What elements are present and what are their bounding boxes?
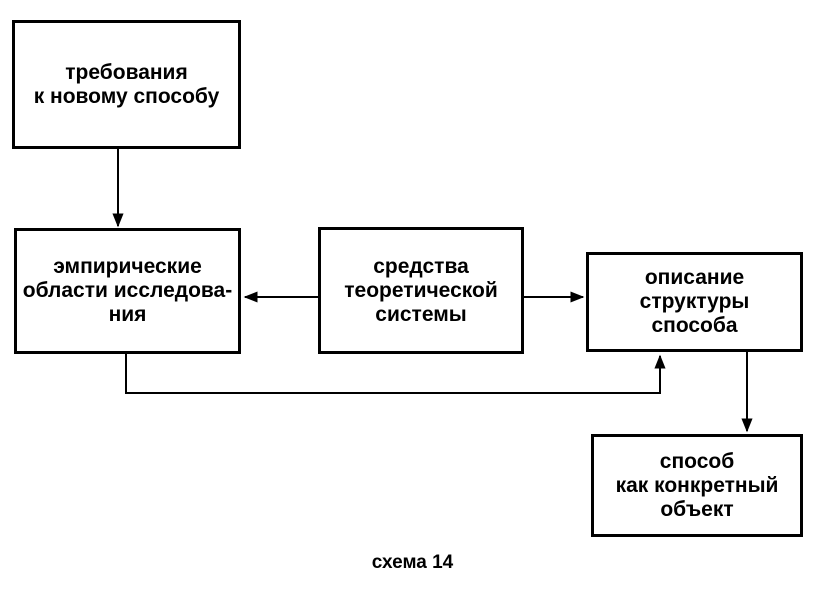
concrete-method-box: способ как конкретный объект [591, 434, 803, 537]
method-line-1: способ [659, 449, 735, 473]
theoretical-line-3: системы [375, 302, 467, 326]
empirical-line-1: эмпирические [53, 255, 202, 278]
theoretical-line-1: средства [373, 254, 469, 278]
description-line-2: структуры [639, 290, 750, 313]
theoretical-line-2: теоретической [344, 278, 498, 302]
diagram-caption: схема 14 [371, 552, 454, 573]
requirements-box: требования к новому способу [12, 20, 241, 149]
description-line-3: способа [651, 314, 738, 337]
structure-description-box: описание структуры способа [586, 252, 803, 352]
empirical-line-2: области исследова- [22, 279, 233, 302]
method-line-3: объект [660, 497, 734, 521]
requirements-line-1: требования [65, 60, 188, 84]
method-line-2: как конкретный [615, 473, 779, 497]
empirical-areas-box: эмпирические области исследова- ния [14, 228, 241, 354]
description-line-1: описание [644, 266, 745, 289]
empirical-line-3: ния [108, 303, 147, 326]
requirements-line-2: к новому способу [33, 84, 220, 108]
theoretical-means-box: средства теоретической системы [318, 227, 524, 354]
connector-empirical-to-description [125, 354, 666, 394]
